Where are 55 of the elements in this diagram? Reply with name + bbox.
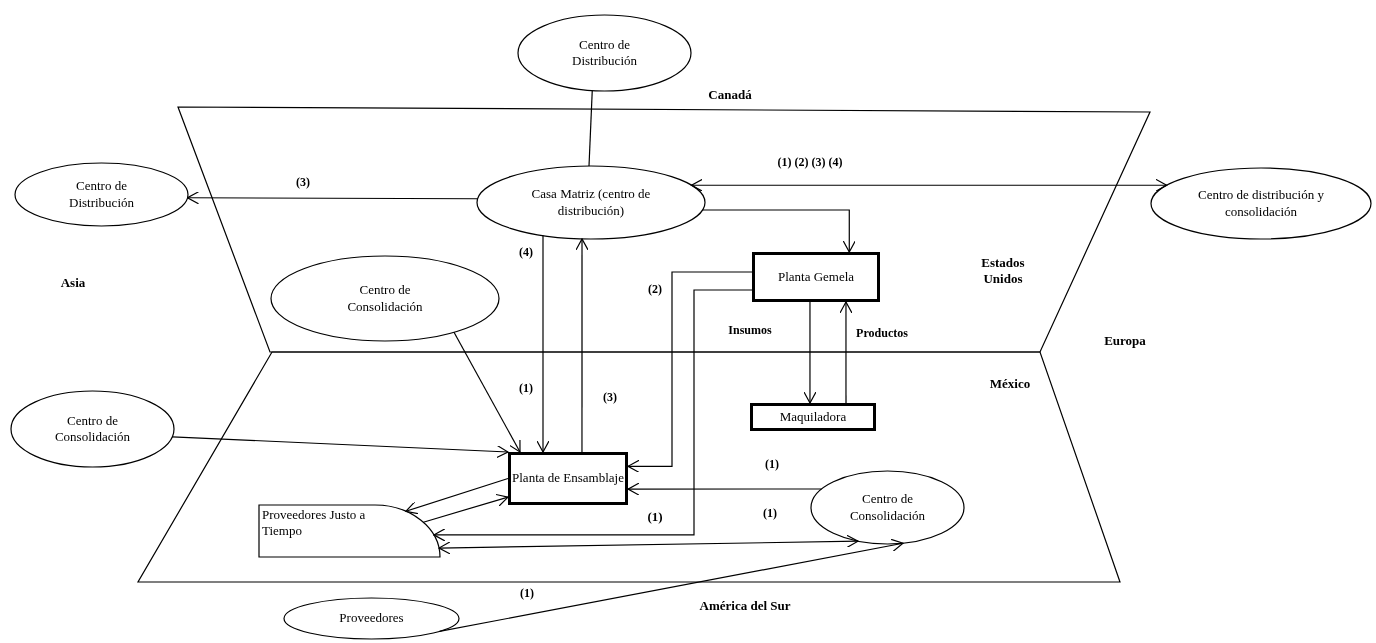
node-label: Proveedores [338, 610, 405, 627]
arrow [839, 301, 853, 404]
node-label: Planta de Ensamblaje [512, 470, 624, 487]
arrow [536, 235, 550, 453]
edge-label: (1) [518, 382, 534, 396]
process-box [508, 452, 628, 505]
arrow [701, 209, 856, 253]
ellipse-node [810, 470, 965, 545]
region-band [178, 105, 1150, 352]
ellipse-node [517, 14, 692, 92]
node-label: Estados Unidos [980, 255, 1026, 288]
arrow [627, 482, 823, 496]
arrow [627, 271, 753, 473]
arrow [433, 289, 753, 542]
node-label: Maquiladora [778, 408, 848, 426]
ellipse-node [1150, 167, 1372, 240]
ellipse-node [10, 390, 175, 468]
ellipse-node [14, 162, 189, 227]
node-label: Proveedores Justo a Tiempo [262, 507, 367, 540]
arrow [405, 477, 509, 515]
arrow [438, 534, 859, 555]
arrow [575, 238, 589, 453]
node-label: Centro de Distribución [571, 36, 638, 70]
arrow [690, 178, 1168, 192]
arrow [422, 493, 509, 523]
connector-line [588, 90, 593, 167]
node-label: Centro de Consolidación [848, 491, 927, 524]
edge-label: (1) [762, 507, 778, 521]
edge-label: (2) [647, 283, 663, 297]
flow-number: (1) [646, 509, 664, 525]
region-band [138, 352, 1120, 582]
arrow [186, 191, 479, 205]
arrow [171, 436, 509, 459]
process-box [752, 252, 880, 302]
edge-label: (1) (2) (3) (4) [776, 156, 844, 170]
edge-label: (4) [518, 246, 534, 260]
node-label: Centro de Consolidación [346, 282, 424, 315]
node-label: México [988, 376, 1032, 393]
document-shape [258, 503, 440, 558]
node-label: Planta Gemela [776, 268, 856, 286]
ellipse-node [283, 597, 460, 640]
arrow [803, 301, 817, 404]
arrow [438, 538, 904, 632]
node-label: Casa Matriz (centro de distribución) [530, 186, 652, 219]
node-label: Centro de distribución y consolidación [1196, 187, 1325, 220]
ellipse-node [476, 165, 706, 240]
edge-label: (3) [602, 391, 618, 405]
edge-label: (3) [295, 176, 311, 190]
process-box [750, 403, 876, 431]
node-label: Centro de Distribución [68, 178, 135, 211]
node-label: Centro de Consolidación [53, 412, 132, 446]
edge-label: (1) [519, 587, 535, 601]
arrow [453, 331, 521, 453]
edge-label: (1) [764, 458, 780, 472]
ellipse-node [270, 255, 500, 342]
